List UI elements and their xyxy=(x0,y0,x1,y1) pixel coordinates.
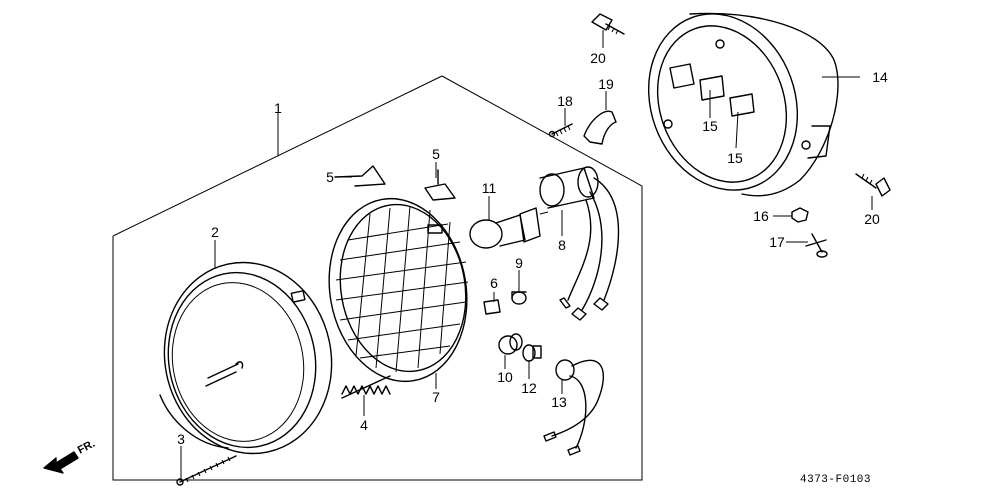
leader-lines xyxy=(180,30,873,480)
callout-5-right: 5 xyxy=(432,146,440,162)
spring xyxy=(341,375,391,399)
bolt-top xyxy=(591,13,625,35)
assembly-group-outline xyxy=(112,75,643,481)
direction-label: FR. xyxy=(76,438,97,457)
callout-4: 4 xyxy=(360,417,368,433)
bulb-socket-harness xyxy=(539,166,620,321)
screw-18 xyxy=(548,123,573,138)
front-direction-arrow: FR. xyxy=(43,438,97,474)
spring-clip-right xyxy=(424,169,456,201)
callout-2: 2 xyxy=(211,224,219,240)
socket xyxy=(483,299,501,315)
callout-17: 17 xyxy=(769,234,785,250)
screw-17 xyxy=(805,233,828,258)
callout-19: 19 xyxy=(598,76,614,92)
callout-11: 11 xyxy=(482,180,497,196)
callout-5-left: 5 xyxy=(326,169,334,185)
callout-20-top: 20 xyxy=(590,50,606,66)
callout-15-upper: 15 xyxy=(702,118,718,134)
bracket xyxy=(583,110,617,145)
spring-clip-left xyxy=(334,165,386,187)
callout-8: 8 xyxy=(558,237,566,253)
bolt-right xyxy=(855,173,891,197)
headlight-rim xyxy=(159,261,333,455)
callout-7: 7 xyxy=(432,389,440,405)
callout-9: 9 xyxy=(515,255,523,271)
callout-13: 13 xyxy=(551,394,567,410)
callout-12: 12 xyxy=(521,380,537,396)
headlight-lens-unit xyxy=(328,197,469,383)
position-socket-harness xyxy=(543,359,605,456)
callout-1: 1 xyxy=(274,100,282,116)
callout-3: 3 xyxy=(177,431,185,447)
screw xyxy=(176,455,237,486)
callout-6: 6 xyxy=(490,275,498,291)
grommet-10 xyxy=(498,333,523,355)
grommet-9 xyxy=(511,291,527,305)
headlight-bulb xyxy=(469,207,549,249)
callout-10: 10 xyxy=(497,369,513,385)
callout-14: 14 xyxy=(872,69,888,85)
callout-16: 16 xyxy=(753,208,769,224)
diagram-code: 4373-F0103 xyxy=(800,474,871,486)
callout-20-right: 20 xyxy=(864,211,880,227)
callout-15-lower: 15 xyxy=(727,150,743,166)
position-bulb xyxy=(522,344,542,362)
nut xyxy=(791,207,809,223)
headlight-case xyxy=(647,12,839,197)
callout-18: 18 xyxy=(557,93,573,109)
